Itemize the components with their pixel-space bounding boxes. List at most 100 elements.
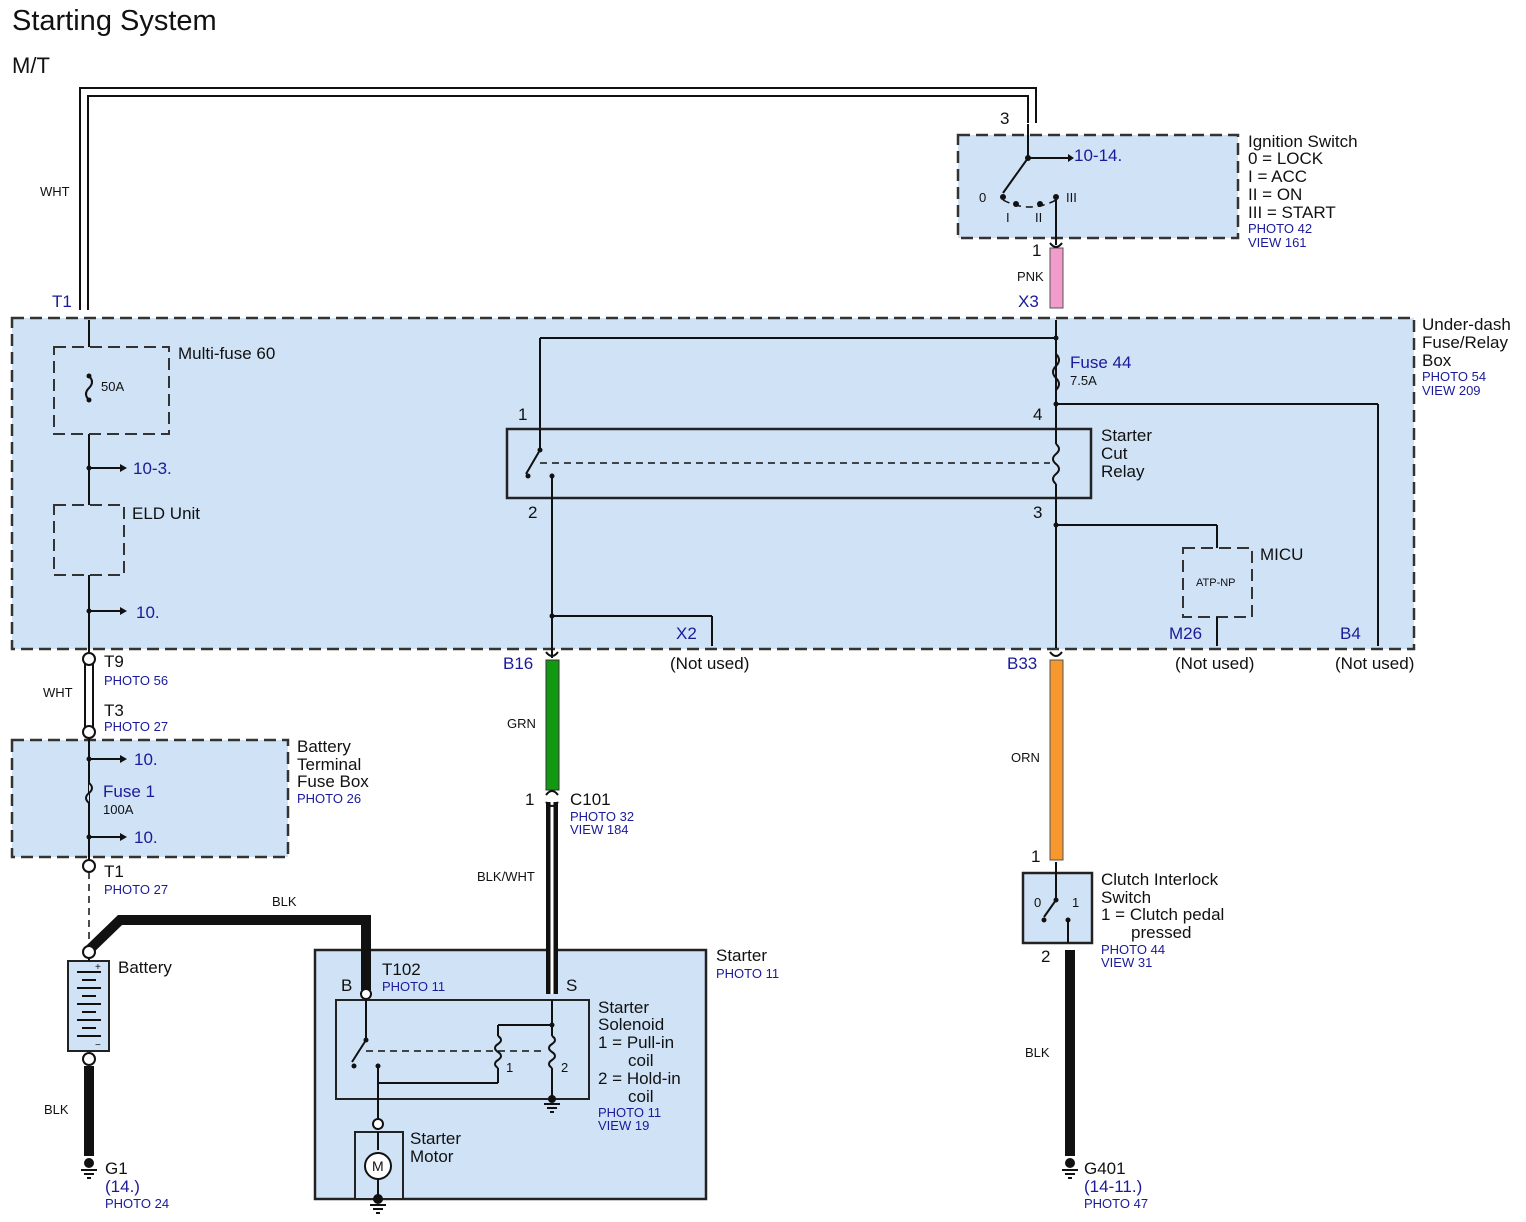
battery-fuse-box-label-2: Terminal (297, 755, 361, 774)
starter-label: Starter (716, 946, 767, 965)
page-title: Starting System (12, 5, 217, 37)
fuse-relay-box-view[interactable]: VIEW 209 (1422, 383, 1481, 398)
micu-inner-label: ATP-NP (1196, 577, 1236, 589)
battery-minus: − (95, 1040, 101, 1051)
fuse-relay-box-photo[interactable]: PHOTO 54 (1422, 369, 1486, 384)
solenoid-label-1: Starter (598, 998, 649, 1017)
clutch-label-1: Clutch Interlock (1101, 870, 1219, 889)
pnk-wire (1049, 247, 1064, 309)
motor-symbol-label: M (372, 1158, 384, 1174)
coil-2-label-2: coil (628, 1087, 654, 1106)
fuse-44-rating: 7.5A (1070, 373, 1097, 388)
grn-wire (545, 659, 560, 791)
clutch-photo[interactable]: PHOTO 44 (1101, 942, 1165, 957)
ground-g1-photo[interactable]: PHOTO 24 (105, 1196, 169, 1211)
connector-c101-view[interactable]: VIEW 184 (570, 822, 629, 837)
clutch-desc-2: pressed (1131, 923, 1191, 942)
micu-box (1182, 547, 1253, 618)
ignition-contact-0: 0 (979, 190, 986, 205)
m26-not-used: (Not used) (1175, 654, 1254, 673)
wire-label-blk-batt: BLK (272, 894, 297, 909)
relay-label-3: Relay (1101, 462, 1145, 481)
ignition-switch-box (956, 133, 1240, 240)
starter-t102-photo[interactable]: PHOTO 11 (382, 979, 445, 994)
ref-10-3-link[interactable]: 10-3. (133, 459, 172, 478)
wire-label-wht-lower: WHT (43, 685, 73, 700)
connector-t1-bottom: T1 (104, 862, 124, 881)
relay-label-1: Starter (1101, 426, 1152, 445)
solenoid-photo[interactable]: PHOTO 11 (598, 1105, 661, 1120)
connector-c101-photo[interactable]: PHOTO 32 (570, 809, 634, 824)
eld-unit-box (53, 504, 125, 576)
ignition-pin-top: 3 (1000, 109, 1009, 128)
ignition-photo[interactable]: PHOTO 42 (1248, 221, 1312, 236)
battery-fuse-ref-a[interactable]: 10. (134, 750, 158, 769)
connector-t1-bottom-photo[interactable]: PHOTO 27 (104, 882, 168, 897)
ground-g401-photo[interactable]: PHOTO 47 (1084, 1196, 1148, 1211)
connector-t3: T3 (104, 701, 124, 720)
clutch-pin-top: 1 (1031, 847, 1040, 866)
terminal-m26: M26 (1169, 624, 1202, 643)
solenoid-view[interactable]: VIEW 19 (598, 1118, 649, 1133)
relay-label-2: Cut (1101, 444, 1128, 463)
ground-g1: G1 (105, 1159, 128, 1178)
ignition-ref-link[interactable]: 10-14. (1074, 146, 1122, 165)
ignition-view[interactable]: VIEW 161 (1248, 235, 1307, 250)
b4-not-used: (Not used) (1335, 654, 1414, 673)
fuse-44-label: Fuse 44 (1070, 353, 1131, 372)
wire-label-orn: ORN (1011, 750, 1040, 765)
clutch-pin-bottom: 2 (1041, 947, 1050, 966)
terminal-b33: B33 (1007, 654, 1037, 673)
starter-motor-label-1: Starter (410, 1129, 461, 1148)
battery-symbol (67, 960, 110, 1052)
micu-label: MICU (1260, 545, 1303, 564)
ignition-switch-label: Ignition Switch (1248, 132, 1358, 151)
connector-t9-photo[interactable]: PHOTO 56 (104, 673, 168, 688)
battery-plus: + (95, 962, 101, 973)
ref-10-link-a[interactable]: 10. (136, 603, 160, 622)
ignition-contact-3: III (1066, 190, 1077, 205)
wire-label-blk-g1: BLK (44, 1102, 69, 1117)
battery-fuse-ref-b[interactable]: 10. (134, 828, 158, 847)
multi-fuse-60-box (53, 346, 170, 435)
relay-pin-3: 3 (1033, 503, 1042, 522)
wire-label-pnk: PNK (1017, 269, 1044, 284)
ignition-pos-2: II = ON (1248, 185, 1302, 204)
clutch-interlock-switch-box (1021, 871, 1094, 945)
terminal-b4: B4 (1340, 624, 1361, 643)
wire-label-wht-top: WHT (40, 184, 70, 199)
battery-fuse-box-photo[interactable]: PHOTO 26 (297, 791, 361, 806)
orn-wire (1049, 659, 1064, 861)
connector-t3-photo[interactable]: PHOTO 27 (104, 719, 168, 734)
solenoid-label-2: Solenoid (598, 1015, 664, 1034)
ignition-pos-0: 0 = LOCK (1248, 149, 1324, 168)
fuse-relay-box-label-1: Under-dash (1422, 315, 1511, 334)
fuse-1-rating: 100A (103, 802, 134, 817)
ground-g401-ref[interactable]: (14-11.) (1084, 1177, 1142, 1196)
fuse-1-label: Fuse 1 (103, 782, 155, 801)
starter-motor-label-2: Motor (410, 1147, 454, 1166)
relay-pin-1: 1 (518, 405, 527, 424)
coil-2-num: 2 (561, 1060, 568, 1075)
battery-terminal-fuse-box (10, 738, 290, 859)
ignition-pos-3: III = START (1248, 203, 1336, 222)
battery-fuse-box-label-1: Battery (297, 737, 351, 756)
coil-1-num: 1 (506, 1060, 513, 1075)
starter-photo[interactable]: PHOTO 11 (716, 966, 779, 981)
relay-pin-4: 4 (1033, 405, 1042, 424)
wire-label-blk-wht: BLK/WHT (477, 869, 535, 884)
terminal-t1-top: T1 (52, 292, 72, 311)
clutch-view[interactable]: VIEW 31 (1101, 955, 1152, 970)
starter-terminal-s: S (566, 976, 577, 995)
starter-t102: T102 (382, 960, 421, 979)
battery-label: Battery (118, 958, 172, 977)
ground-g1-ref[interactable]: (14.) (105, 1177, 140, 1196)
terminal-x2: X2 (676, 624, 697, 643)
fuse-relay-box-label-3: Box (1422, 351, 1452, 370)
eld-unit-label: ELD Unit (132, 504, 200, 523)
relay-pin-2: 2 (528, 503, 537, 522)
clutch-desc-1: 1 = Clutch pedal (1101, 905, 1224, 924)
ignition-pin-bottom: 1 (1032, 241, 1041, 260)
clutch-label-2: Switch (1101, 888, 1151, 907)
